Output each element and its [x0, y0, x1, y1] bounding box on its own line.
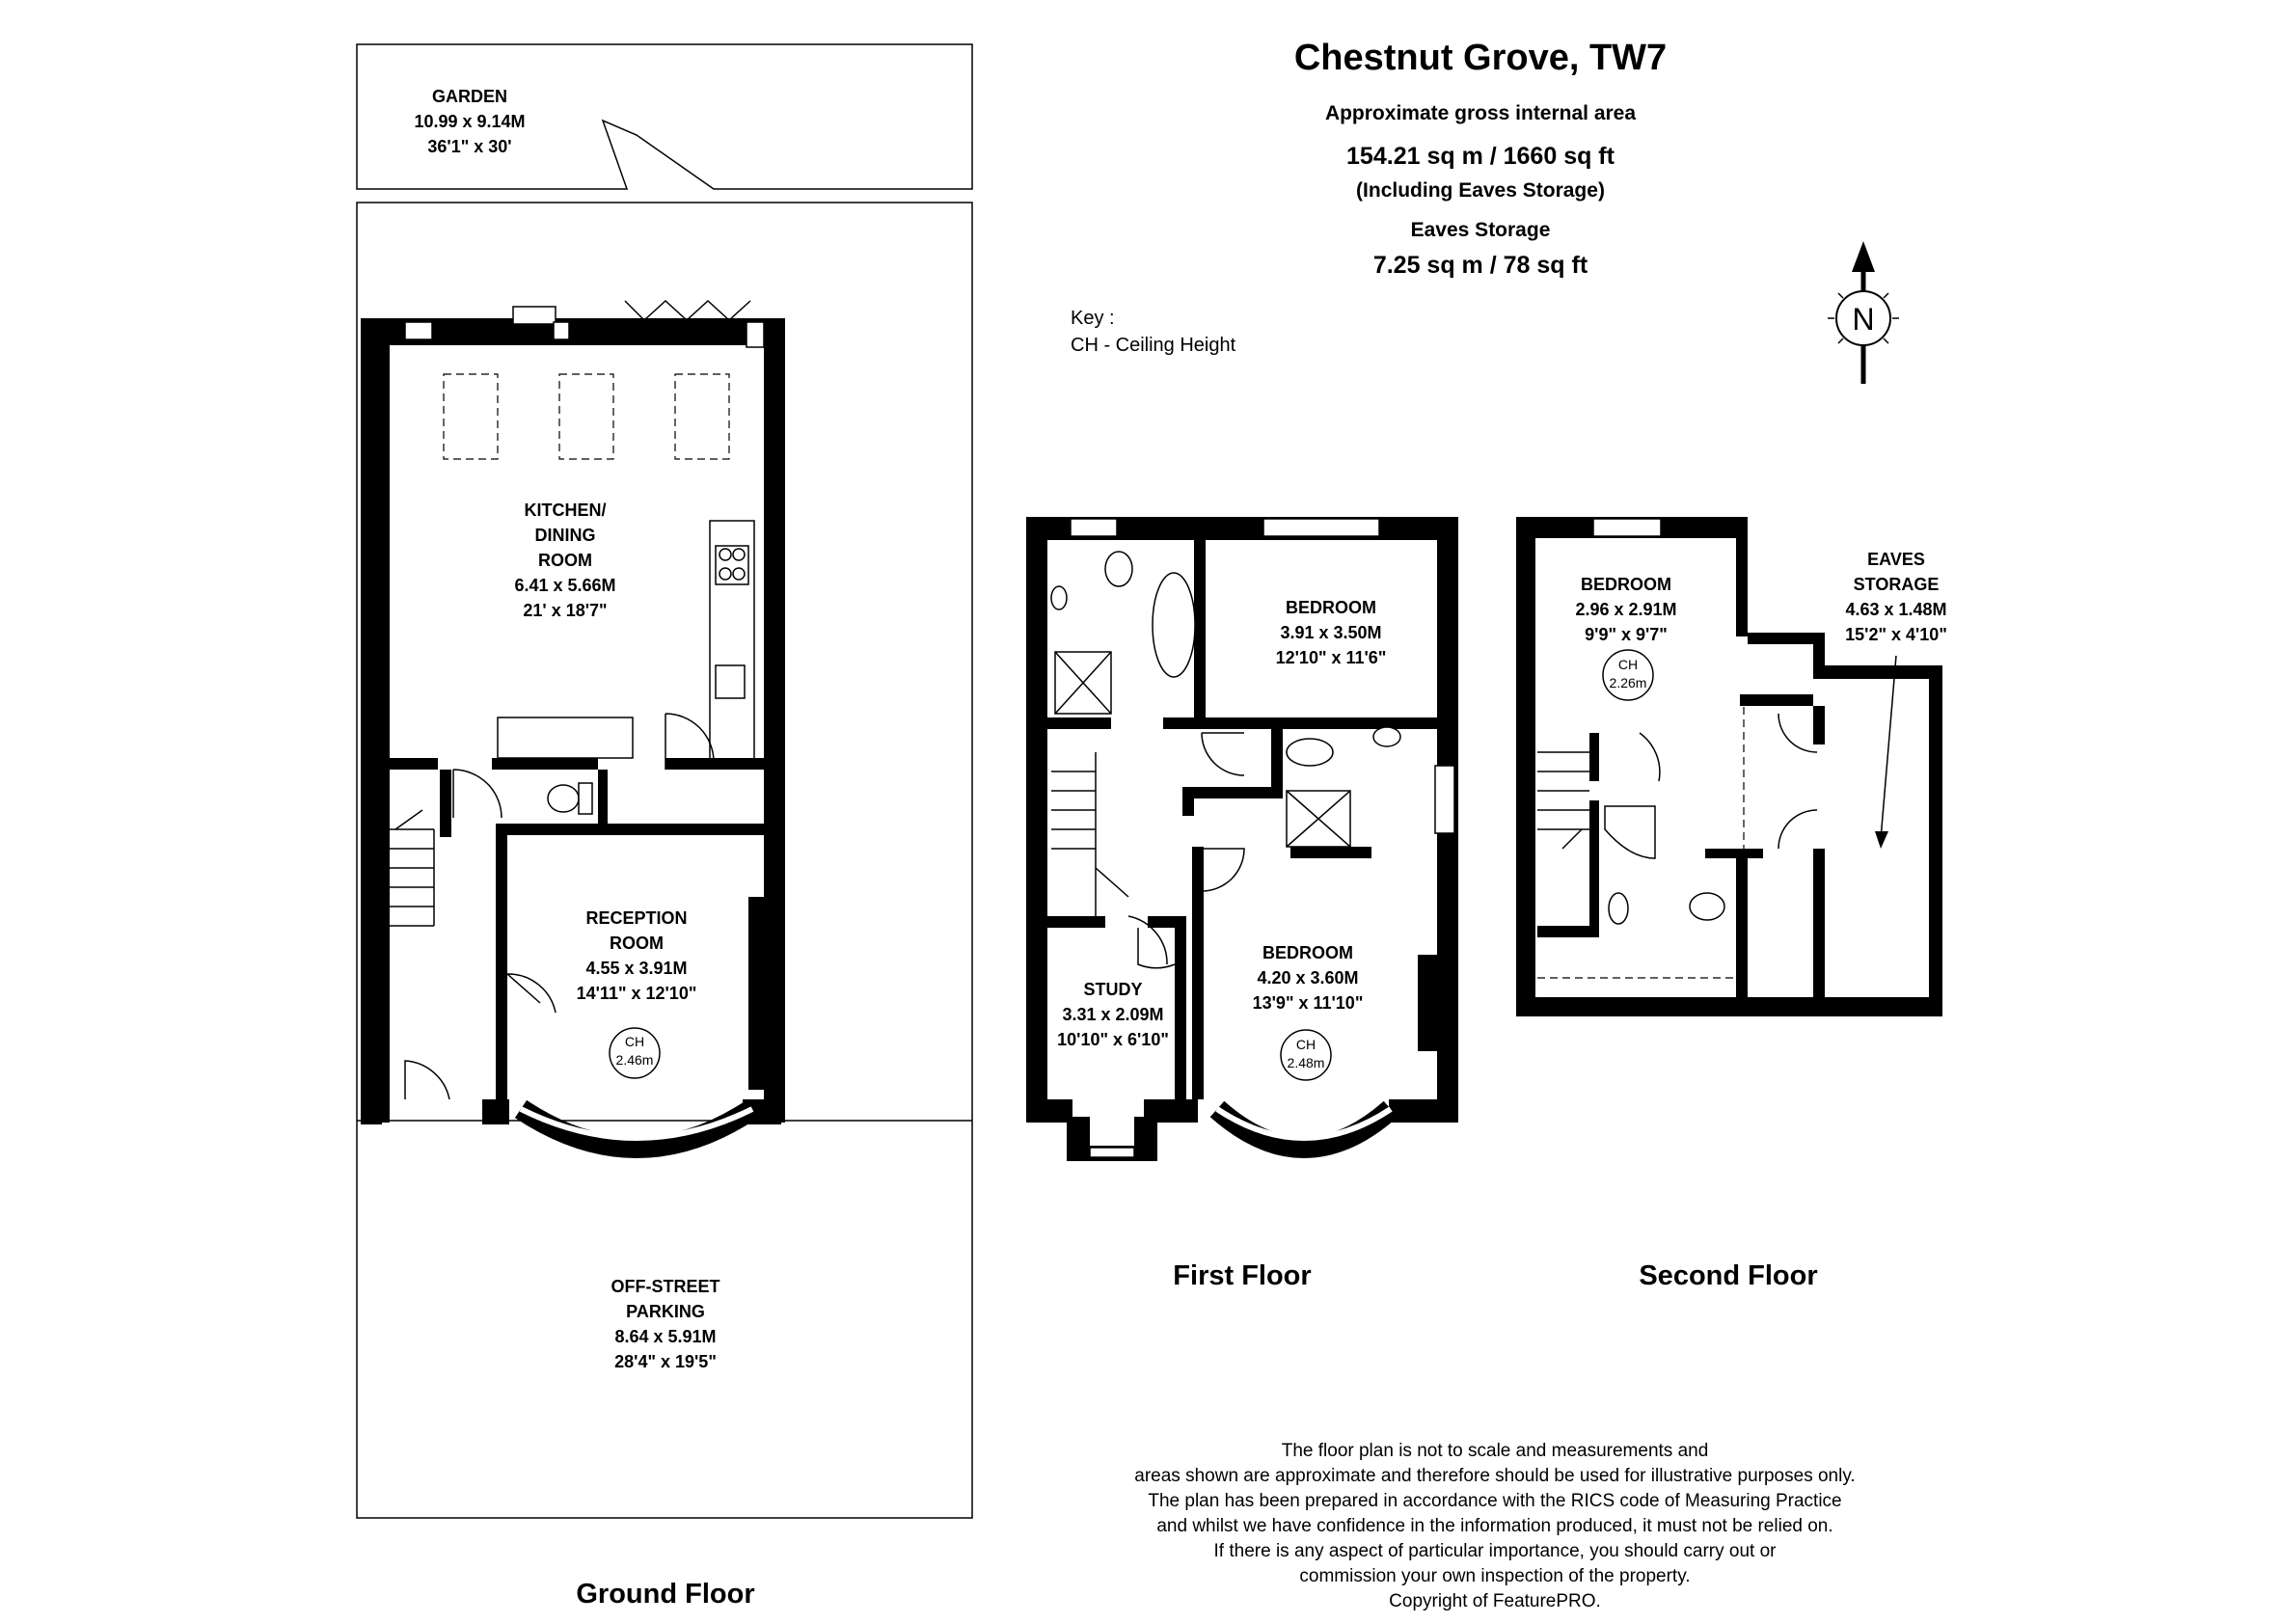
wall: [361, 318, 390, 1123]
reception-label: RECEPTION ROOM 4.55 x 3.91M 14'11" x 12'…: [577, 908, 697, 1003]
svg-text:21' x 18'7": 21' x 18'7": [523, 601, 607, 620]
reception-ch-label: CH: [625, 1034, 644, 1049]
svg-text:GARDEN: GARDEN: [432, 87, 507, 106]
second-bedroom-ch-label: CH: [1618, 657, 1638, 672]
plot-outline: [356, 202, 973, 1519]
svg-text:13'9" x 11'10": 13'9" x 11'10": [1253, 993, 1364, 1013]
compass-icon: N: [1828, 241, 1899, 384]
key: Key : CH - Ceiling Height: [1071, 308, 1236, 356]
second-bedroom-label: BEDROOM 2.96 x 2.91M 9'9" x 9'7": [1575, 575, 1676, 644]
svg-text:4.20 x 3.60M: 4.20 x 3.60M: [1257, 968, 1358, 988]
first-bedroom-ch-label: CH: [1296, 1037, 1316, 1052]
disclaimer-line: commission your own inspection of the pr…: [1299, 1566, 1690, 1586]
first-bedroom-front-label: BEDROOM 4.20 x 3.60M 13'9" x 11'10": [1253, 943, 1364, 1013]
svg-text:10.99 x 9.14M: 10.99 x 9.14M: [414, 112, 525, 131]
garden-outline: [356, 43, 973, 190]
ground-floor-plan: CH 2.46m GARDEN 10.99 x 9.14M 36'1" x 30…: [356, 43, 973, 1610]
svg-text:OFF-STREET: OFF-STREET: [611, 1277, 720, 1296]
svg-text:STORAGE: STORAGE: [1854, 575, 1940, 594]
svg-text:RECEPTION: RECEPTION: [585, 908, 687, 928]
reception-ch-value: 2.46m: [616, 1052, 654, 1068]
first-bedroom-rear-label: BEDROOM 3.91 x 3.50M 12'10" x 11'6": [1276, 598, 1387, 667]
svg-text:4.55 x 3.91M: 4.55 x 3.91M: [585, 959, 687, 978]
svg-text:BEDROOM: BEDROOM: [1286, 598, 1376, 617]
svg-text:8.64 x 5.91M: 8.64 x 5.91M: [614, 1327, 716, 1346]
eaves-value: 7.25 sq m / 78 sq ft: [1373, 252, 1588, 279]
svg-text:6.41 x 5.66M: 6.41 x 5.66M: [514, 576, 615, 595]
key-ceiling-height: CH - Ceiling Height: [1071, 335, 1236, 356]
svg-text:PARKING: PARKING: [626, 1302, 705, 1321]
disclaimer-line: The floor plan is not to scale and measu…: [1282, 1441, 1709, 1461]
area-value: 154.21 sq m / 1660 sq ft: [1346, 143, 1615, 170]
second-floor-label: Second Floor: [1639, 1260, 1817, 1291]
svg-text:ROOM: ROOM: [538, 551, 592, 570]
area-label: Approximate gross internal area: [1325, 102, 1636, 124]
second-bedroom-ch-value: 2.26m: [1610, 675, 1647, 690]
svg-text:12'10" x 11'6": 12'10" x 11'6": [1276, 648, 1387, 667]
svg-text:KITCHEN/: KITCHEN/: [525, 501, 607, 520]
svg-text:BEDROOM: BEDROOM: [1581, 575, 1671, 594]
svg-text:36'1" x 30': 36'1" x 30': [427, 137, 511, 156]
ground-floor-label: Ground Floor: [576, 1579, 754, 1610]
header: Chestnut Grove, TW7 Approximate gross in…: [1294, 38, 1667, 279]
garden-label: GARDEN 10.99 x 9.14M 36'1" x 30': [414, 87, 525, 156]
wall: [764, 318, 785, 1123]
first-floor-plan: CH 2.48m BEDROOM 3.91 x 3.50M 12'10" x 1…: [1026, 517, 1458, 1291]
page-title: Chestnut Grove, TW7: [1294, 38, 1667, 78]
svg-text:9'9" x 9'7": 9'9" x 9'7": [1585, 625, 1668, 644]
parking-label: OFF-STREET PARKING 8.64 x 5.91M 28'4" x …: [611, 1277, 720, 1371]
eaves-label: Eaves Storage: [1411, 219, 1551, 241]
first-bedroom-ch-value: 2.48m: [1288, 1055, 1325, 1070]
disclaimer-line: If there is any aspect of particular imp…: [1214, 1541, 1778, 1561]
svg-text:DINING: DINING: [535, 526, 596, 545]
eaves-storage-label: EAVES STORAGE 4.63 x 1.48M 15'2" x 4'10": [1845, 550, 1947, 644]
svg-text:STUDY: STUDY: [1083, 980, 1142, 999]
svg-text:EAVES: EAVES: [1867, 550, 1925, 569]
svg-text:3.31 x 2.09M: 3.31 x 2.09M: [1062, 1005, 1163, 1024]
study-label: STUDY 3.31 x 2.09M 10'10" x 6'10": [1057, 980, 1169, 1049]
first-floor-label: First Floor: [1173, 1260, 1311, 1291]
disclaimer-line: Copyright of FeaturePRO.: [1389, 1591, 1601, 1611]
kitchen-label: KITCHEN/ DINING ROOM 6.41 x 5.66M 21' x …: [514, 501, 615, 620]
svg-text:14'11" x 12'10": 14'11" x 12'10": [577, 984, 697, 1003]
compass-letter: N: [1852, 302, 1874, 337]
svg-text:10'10" x 6'10": 10'10" x 6'10": [1057, 1030, 1169, 1049]
svg-text:BEDROOM: BEDROOM: [1262, 943, 1353, 962]
disclaimer: The floor plan is not to scale and measu…: [1134, 1441, 1855, 1611]
second-floor-plan: CH 2.26m BEDROOM 2.96 x 2.91M 9'9" x 9'7…: [1516, 517, 1947, 1291]
svg-text:ROOM: ROOM: [610, 934, 664, 953]
svg-text:15'2" x 4'10": 15'2" x 4'10": [1845, 625, 1947, 644]
disclaimer-line: The plan has been prepared in accordance…: [1148, 1491, 1841, 1511]
svg-text:4.63 x 1.48M: 4.63 x 1.48M: [1845, 600, 1946, 619]
svg-text:28'4" x 19'5": 28'4" x 19'5": [614, 1352, 717, 1371]
key-title: Key :: [1071, 308, 1115, 329]
disclaimer-line: and whilst we have confidence in the inf…: [1156, 1516, 1832, 1536]
disclaimer-line: areas shown are approximate and therefor…: [1134, 1466, 1855, 1486]
svg-text:3.91 x 3.50M: 3.91 x 3.50M: [1280, 623, 1381, 642]
area-note: (Including Eaves Storage): [1356, 179, 1605, 202]
svg-text:2.96 x 2.91M: 2.96 x 2.91M: [1575, 600, 1676, 619]
